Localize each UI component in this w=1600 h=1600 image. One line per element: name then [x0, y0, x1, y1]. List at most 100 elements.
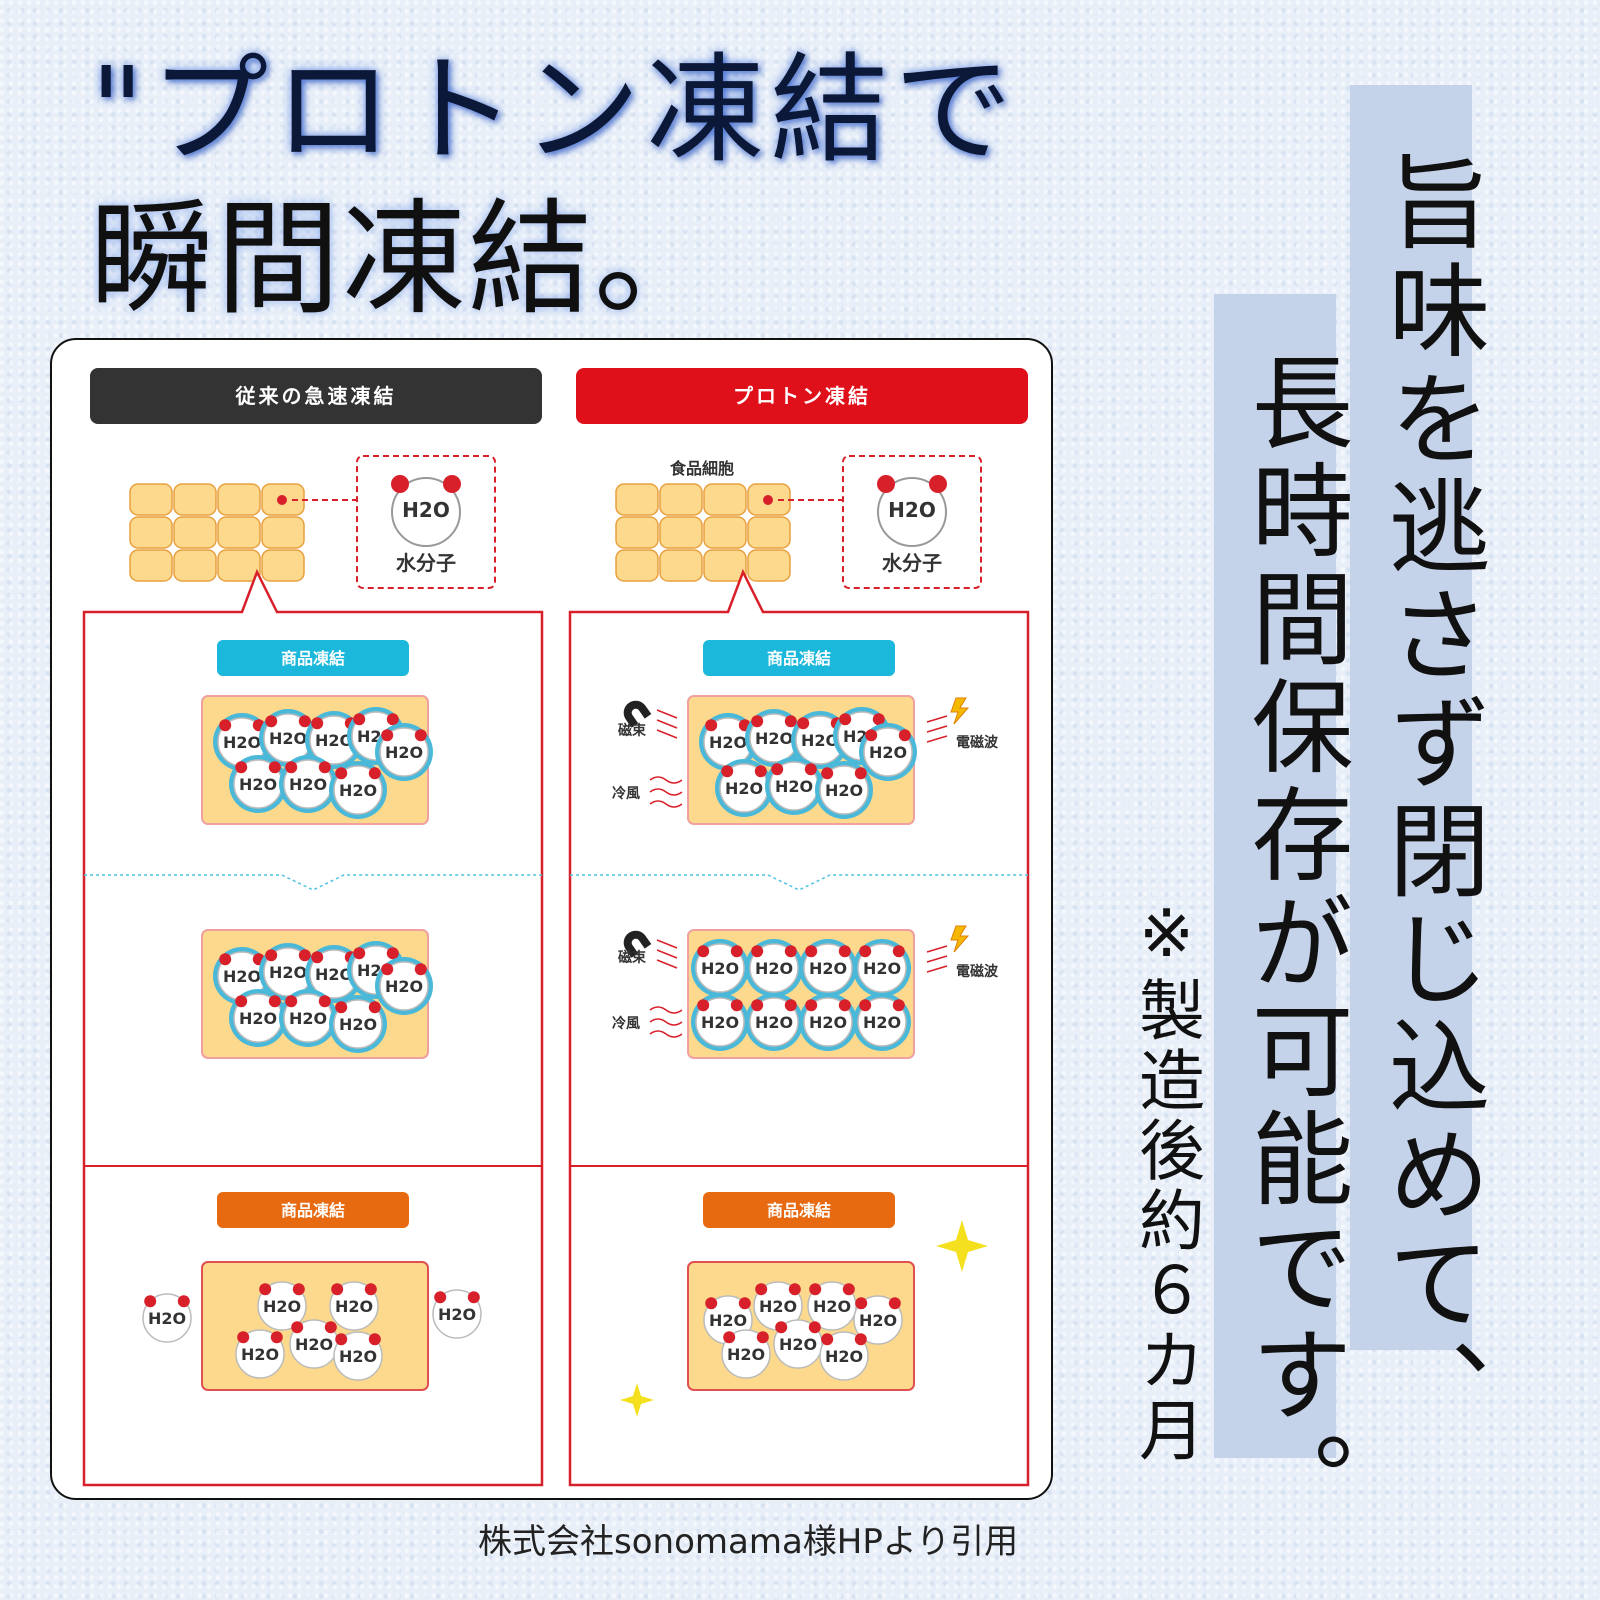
- page-title-line1: "プロトン凍結で: [90, 41, 1019, 179]
- stage-pill-label: 商品凍結: [281, 1201, 345, 1220]
- stage-pill: [217, 640, 409, 676]
- stage-pill: [703, 1192, 895, 1228]
- svg-text:H2O: H2O: [859, 1311, 897, 1330]
- svg-text:H2O: H2O: [759, 1297, 797, 1316]
- h2o-molecule: H2O: [715, 759, 773, 817]
- food-cell: [659, 549, 703, 582]
- food-cell: [261, 516, 305, 549]
- svg-text:H2O: H2O: [239, 775, 277, 794]
- proton-freezing-header: プロトン凍結: [576, 368, 1028, 424]
- water-molecule-label-right: 水分子: [882, 551, 942, 575]
- svg-text:H2O: H2O: [813, 1297, 851, 1316]
- svg-text:H2O: H2O: [779, 1335, 817, 1354]
- food-cell: [217, 483, 261, 516]
- h2o-molecule: H2O: [819, 1331, 869, 1381]
- water-molecule-h2o-right: H2O: [888, 498, 936, 522]
- food-cell: [659, 516, 703, 549]
- h2o-molecule: H2O: [279, 989, 337, 1047]
- svg-text:H2O: H2O: [701, 959, 739, 978]
- h2o-molecule: H2O: [329, 761, 387, 819]
- water-molecule-h2o: H2O: [402, 498, 450, 522]
- h2o-molecule: H2O: [691, 939, 749, 997]
- h2o-molecule: H2O: [859, 723, 917, 781]
- food-cell-label: 食品細胞: [669, 459, 734, 478]
- svg-text:H2O: H2O: [709, 1311, 747, 1330]
- h2o-molecule: H2O: [257, 1281, 307, 1331]
- food-cell: [129, 516, 173, 549]
- svg-text:H2O: H2O: [701, 1013, 739, 1032]
- food-cell: [129, 483, 173, 516]
- vertical-text-umami: 旨味を逃さず閉じ込めて、: [1371, 150, 1490, 1446]
- svg-text:H2O: H2O: [755, 729, 793, 748]
- svg-text:H2O: H2O: [869, 743, 907, 762]
- svg-text:H2O: H2O: [239, 1009, 277, 1028]
- cold-air-label: 冷風: [612, 785, 640, 802]
- stage-pill: [217, 1192, 409, 1228]
- vertical-text-storage: 長時間保存が可能です。: [1234, 350, 1353, 1538]
- food-cell-marker: [763, 495, 773, 505]
- svg-text:H2O: H2O: [289, 775, 327, 794]
- h2o-molecule: H2O: [229, 755, 287, 813]
- svg-text:H2O: H2O: [335, 1297, 373, 1316]
- h2o-molecule: H2O: [745, 939, 803, 997]
- svg-text:H2O: H2O: [727, 1345, 765, 1364]
- svg-text:H2O: H2O: [339, 1347, 377, 1366]
- h2o-molecule: H2O: [791, 711, 849, 769]
- svg-text:H2O: H2O: [241, 1345, 279, 1364]
- h2o-molecule: H2O: [753, 1281, 803, 1331]
- svg-text:H2O: H2O: [438, 1305, 476, 1324]
- svg-text:H2O: H2O: [801, 731, 839, 750]
- magnetic-flux-label: 磁束: [618, 722, 647, 739]
- svg-text:H2O: H2O: [269, 963, 307, 982]
- svg-text:H2O: H2O: [223, 967, 261, 986]
- svg-text:H2O: H2O: [725, 779, 763, 798]
- svg-text:H2O: H2O: [339, 1015, 377, 1034]
- h2o-molecule: H2O: [329, 995, 387, 1053]
- h2o-molecule: H2O: [213, 947, 271, 1005]
- svg-text:H2O: H2O: [295, 1335, 333, 1354]
- left-water-molecule-box: H2O 水分子: [356, 455, 496, 589]
- h2o-molecule: H2O: [432, 1289, 482, 1339]
- svg-text:H2O: H2O: [269, 729, 307, 748]
- food-cell: [747, 549, 791, 582]
- svg-text:H2O: H2O: [755, 1013, 793, 1032]
- svg-text:H2O: H2O: [863, 959, 901, 978]
- food-cell: [217, 549, 261, 582]
- conventional-freezing-header: 従来の急速凍結: [90, 368, 542, 424]
- h2o-molecule: H2O: [799, 993, 857, 1051]
- h2o-molecule: H2O: [375, 723, 433, 781]
- magnetic-flux-label-2: 磁束: [618, 949, 647, 966]
- freezing-diagram: H2O 水分子 食品細胞 H2O 水分子 商品凍結商品凍結商品: [82, 455, 1030, 1487]
- h2o-molecule: H2O: [279, 755, 337, 813]
- h2o-molecule: H2O: [375, 957, 433, 1015]
- right-water-molecule-box: H2O 水分子: [842, 455, 982, 589]
- svg-text:H2O: H2O: [825, 1347, 863, 1366]
- left-food-cells: [129, 483, 357, 582]
- svg-text:H2O: H2O: [385, 977, 423, 996]
- h2o-molecule: H2O: [799, 939, 857, 997]
- h2o-molecule: H2O: [235, 1329, 285, 1379]
- vertical-text-note: ※製造後約６カ月: [1128, 895, 1205, 1466]
- h2o-molecule: H2O: [699, 713, 757, 771]
- food-cell: [173, 516, 217, 549]
- food-cell: [173, 483, 217, 516]
- food-cell: [615, 516, 659, 549]
- food-cell: [173, 549, 217, 582]
- lightning-icon: [950, 697, 970, 953]
- h2o-molecule: H2O: [765, 757, 823, 815]
- right-food-cells: 食品細胞: [615, 459, 843, 582]
- food-cell: [615, 483, 659, 516]
- svg-text:H2O: H2O: [148, 1309, 186, 1328]
- h2o-molecule: H2O: [333, 1331, 383, 1381]
- svg-text:H2O: H2O: [289, 1009, 327, 1028]
- svg-text:H2O: H2O: [339, 781, 377, 800]
- svg-text:H2O: H2O: [755, 959, 793, 978]
- water-molecule-label: 水分子: [396, 551, 456, 575]
- vertical-band-1: [1350, 85, 1472, 1350]
- svg-text:H2O: H2O: [263, 1297, 301, 1316]
- food-cell: [217, 516, 261, 549]
- vertical-band-2: [1214, 294, 1336, 1458]
- page-title-line2: 瞬間凍結。: [90, 188, 721, 332]
- h2o-molecule: H2O: [853, 993, 911, 1051]
- food-cell: [659, 483, 703, 516]
